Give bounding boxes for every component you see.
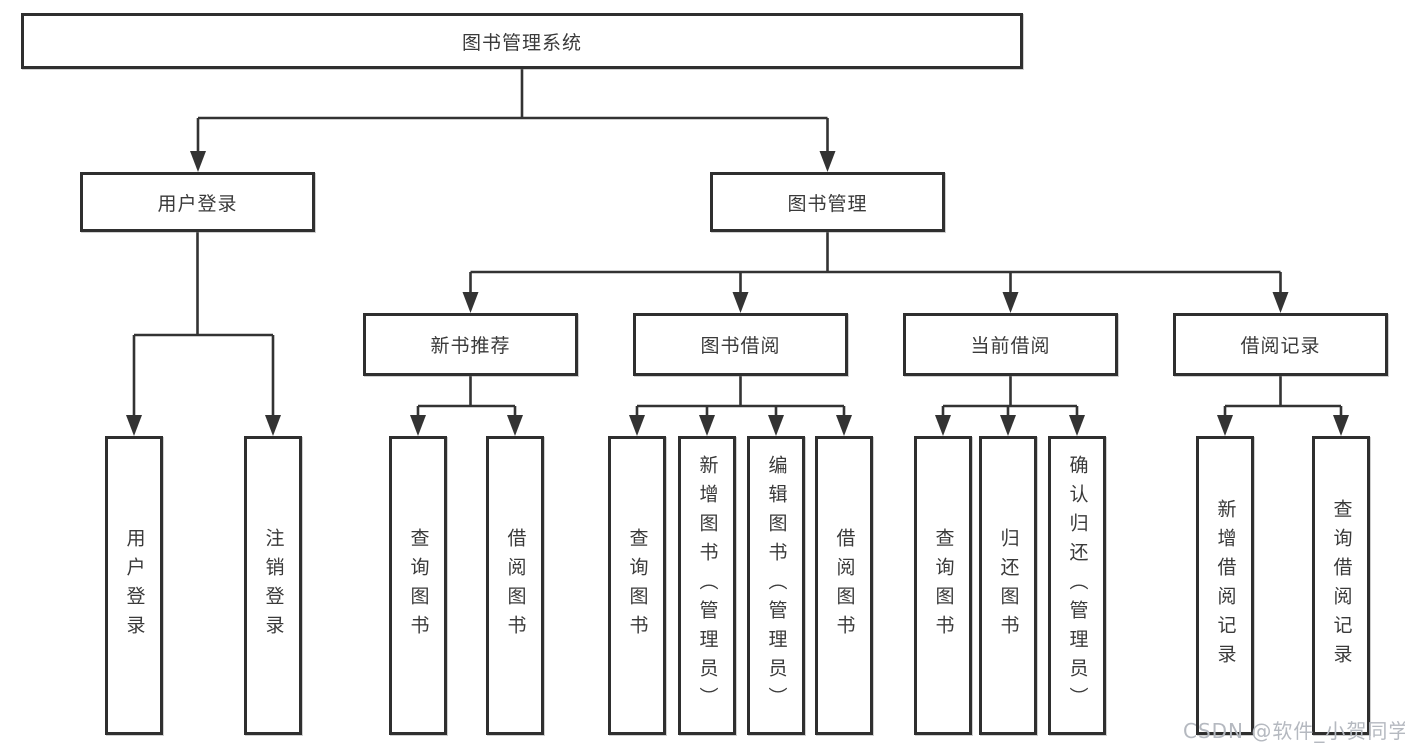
node-new-book-recommend: 新书推荐 bbox=[363, 313, 578, 376]
node-label: 查询借阅记录 bbox=[1330, 498, 1353, 673]
node-user-login: 用户登录 bbox=[80, 172, 315, 232]
tree-edges bbox=[132, 69, 1343, 419]
node-label: 借阅图书 bbox=[833, 527, 856, 644]
arrow-down-icon bbox=[190, 151, 206, 172]
node-library-system: 图书管理系统 bbox=[21, 13, 1023, 69]
leaf-borrow-books-recommend: 借阅图书 bbox=[486, 436, 544, 735]
node-borrow-records: 借阅记录 bbox=[1173, 313, 1388, 376]
arrow-down-icon bbox=[1272, 292, 1289, 313]
arrowhead-icons bbox=[126, 151, 1349, 436]
node-label: 归还图书 bbox=[997, 527, 1020, 644]
arrow-down-icon bbox=[265, 415, 281, 436]
node-book-borrow: 图书借阅 bbox=[633, 313, 848, 376]
leaf-query-books-borrow: 查询图书 bbox=[608, 436, 666, 735]
leaf-logout: 注销登录 bbox=[244, 436, 302, 735]
arrow-down-icon bbox=[462, 292, 479, 313]
node-label: 确认归还（管理员） bbox=[1066, 455, 1089, 716]
arrow-down-icon bbox=[836, 415, 852, 436]
leaf-query-books-current: 查询图书 bbox=[914, 436, 972, 735]
arrow-down-icon bbox=[768, 415, 784, 436]
leaf-borrow-books: 借阅图书 bbox=[815, 436, 873, 735]
leaf-confirm-return-admin: 确认归还（管理员） bbox=[1048, 436, 1106, 735]
leaf-user-login: 用户登录 bbox=[105, 436, 163, 735]
node-label: 查询图书 bbox=[932, 527, 955, 644]
leaf-return-books: 归还图书 bbox=[979, 436, 1037, 735]
arrow-down-icon bbox=[1002, 292, 1019, 313]
arrow-down-icon bbox=[1217, 415, 1233, 436]
node-label: 注销登录 bbox=[262, 527, 285, 644]
node-book-management: 图书管理 bbox=[710, 172, 945, 232]
node-label: 查询图书 bbox=[407, 527, 430, 644]
node-label: 当前借阅 bbox=[970, 335, 1051, 357]
node-label: 图书管理系统 bbox=[461, 31, 582, 54]
arrow-down-icon bbox=[507, 415, 523, 436]
leaf-query-books-recommend: 查询图书 bbox=[389, 436, 447, 735]
node-label: 查询图书 bbox=[626, 527, 649, 644]
arrow-down-icon bbox=[935, 415, 951, 436]
arrow-down-icon bbox=[410, 415, 426, 436]
arrow-down-icon bbox=[1069, 415, 1085, 436]
arrow-down-icon bbox=[126, 415, 142, 436]
leaf-add-borrow-record: 新增借阅记录 bbox=[1196, 436, 1254, 735]
node-label: 图书管理 bbox=[787, 192, 868, 215]
node-label: 新增图书（管理员） bbox=[696, 455, 719, 716]
node-label: 借阅图书 bbox=[504, 527, 527, 644]
node-label: 新增借阅记录 bbox=[1214, 498, 1237, 673]
arrow-down-icon bbox=[1000, 415, 1016, 436]
node-label: 图书借阅 bbox=[700, 335, 781, 357]
node-current-borrow: 当前借阅 bbox=[903, 313, 1118, 376]
node-label: 借阅记录 bbox=[1240, 335, 1321, 357]
node-label: 新书推荐 bbox=[430, 335, 511, 357]
node-label: 编辑图书（管理员） bbox=[765, 455, 788, 716]
node-label: 用户登录 bbox=[157, 192, 238, 215]
leaf-add-books-admin: 新增图书（管理员） bbox=[678, 436, 736, 735]
arrow-down-icon bbox=[732, 292, 749, 313]
arrow-down-icon bbox=[699, 415, 715, 436]
arrow-down-icon bbox=[819, 151, 836, 172]
node-label: 用户登录 bbox=[123, 527, 146, 644]
leaf-edit-books-admin: 编辑图书（管理员） bbox=[747, 436, 805, 735]
leaf-query-borrow-record: 查询借阅记录 bbox=[1312, 436, 1370, 735]
arrow-down-icon bbox=[629, 415, 645, 436]
arrow-down-icon bbox=[1333, 415, 1349, 436]
csdn-watermark: CSDN @软件_小贺同学 bbox=[1183, 719, 1405, 743]
